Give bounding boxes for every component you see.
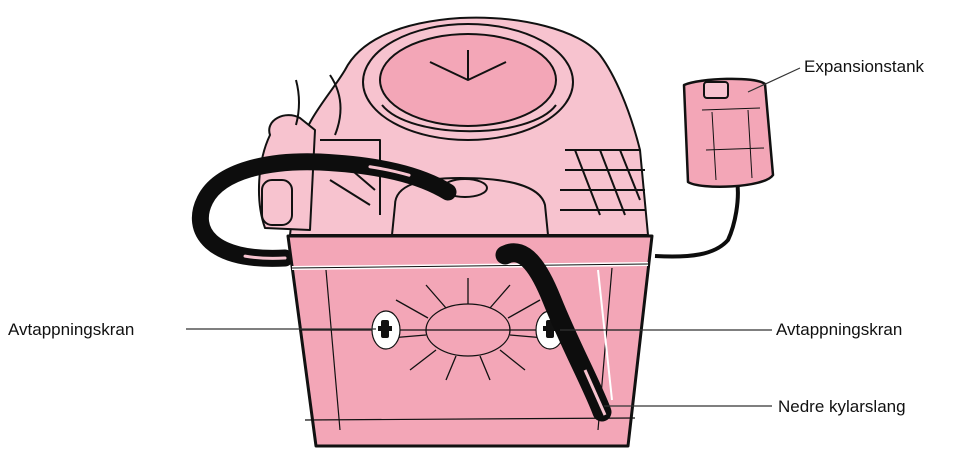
engine-block [259,18,648,235]
label-drain-cock-left: Avtappningskran [8,320,134,339]
left-drain-cock [372,311,400,349]
label-lower-hose: Nedre kylarslang [778,397,906,416]
expansion-tank [655,79,773,257]
label-expansion-tank: Expansionstank [804,57,925,76]
label-drain-cock-right: Avtappningskran [776,320,902,339]
